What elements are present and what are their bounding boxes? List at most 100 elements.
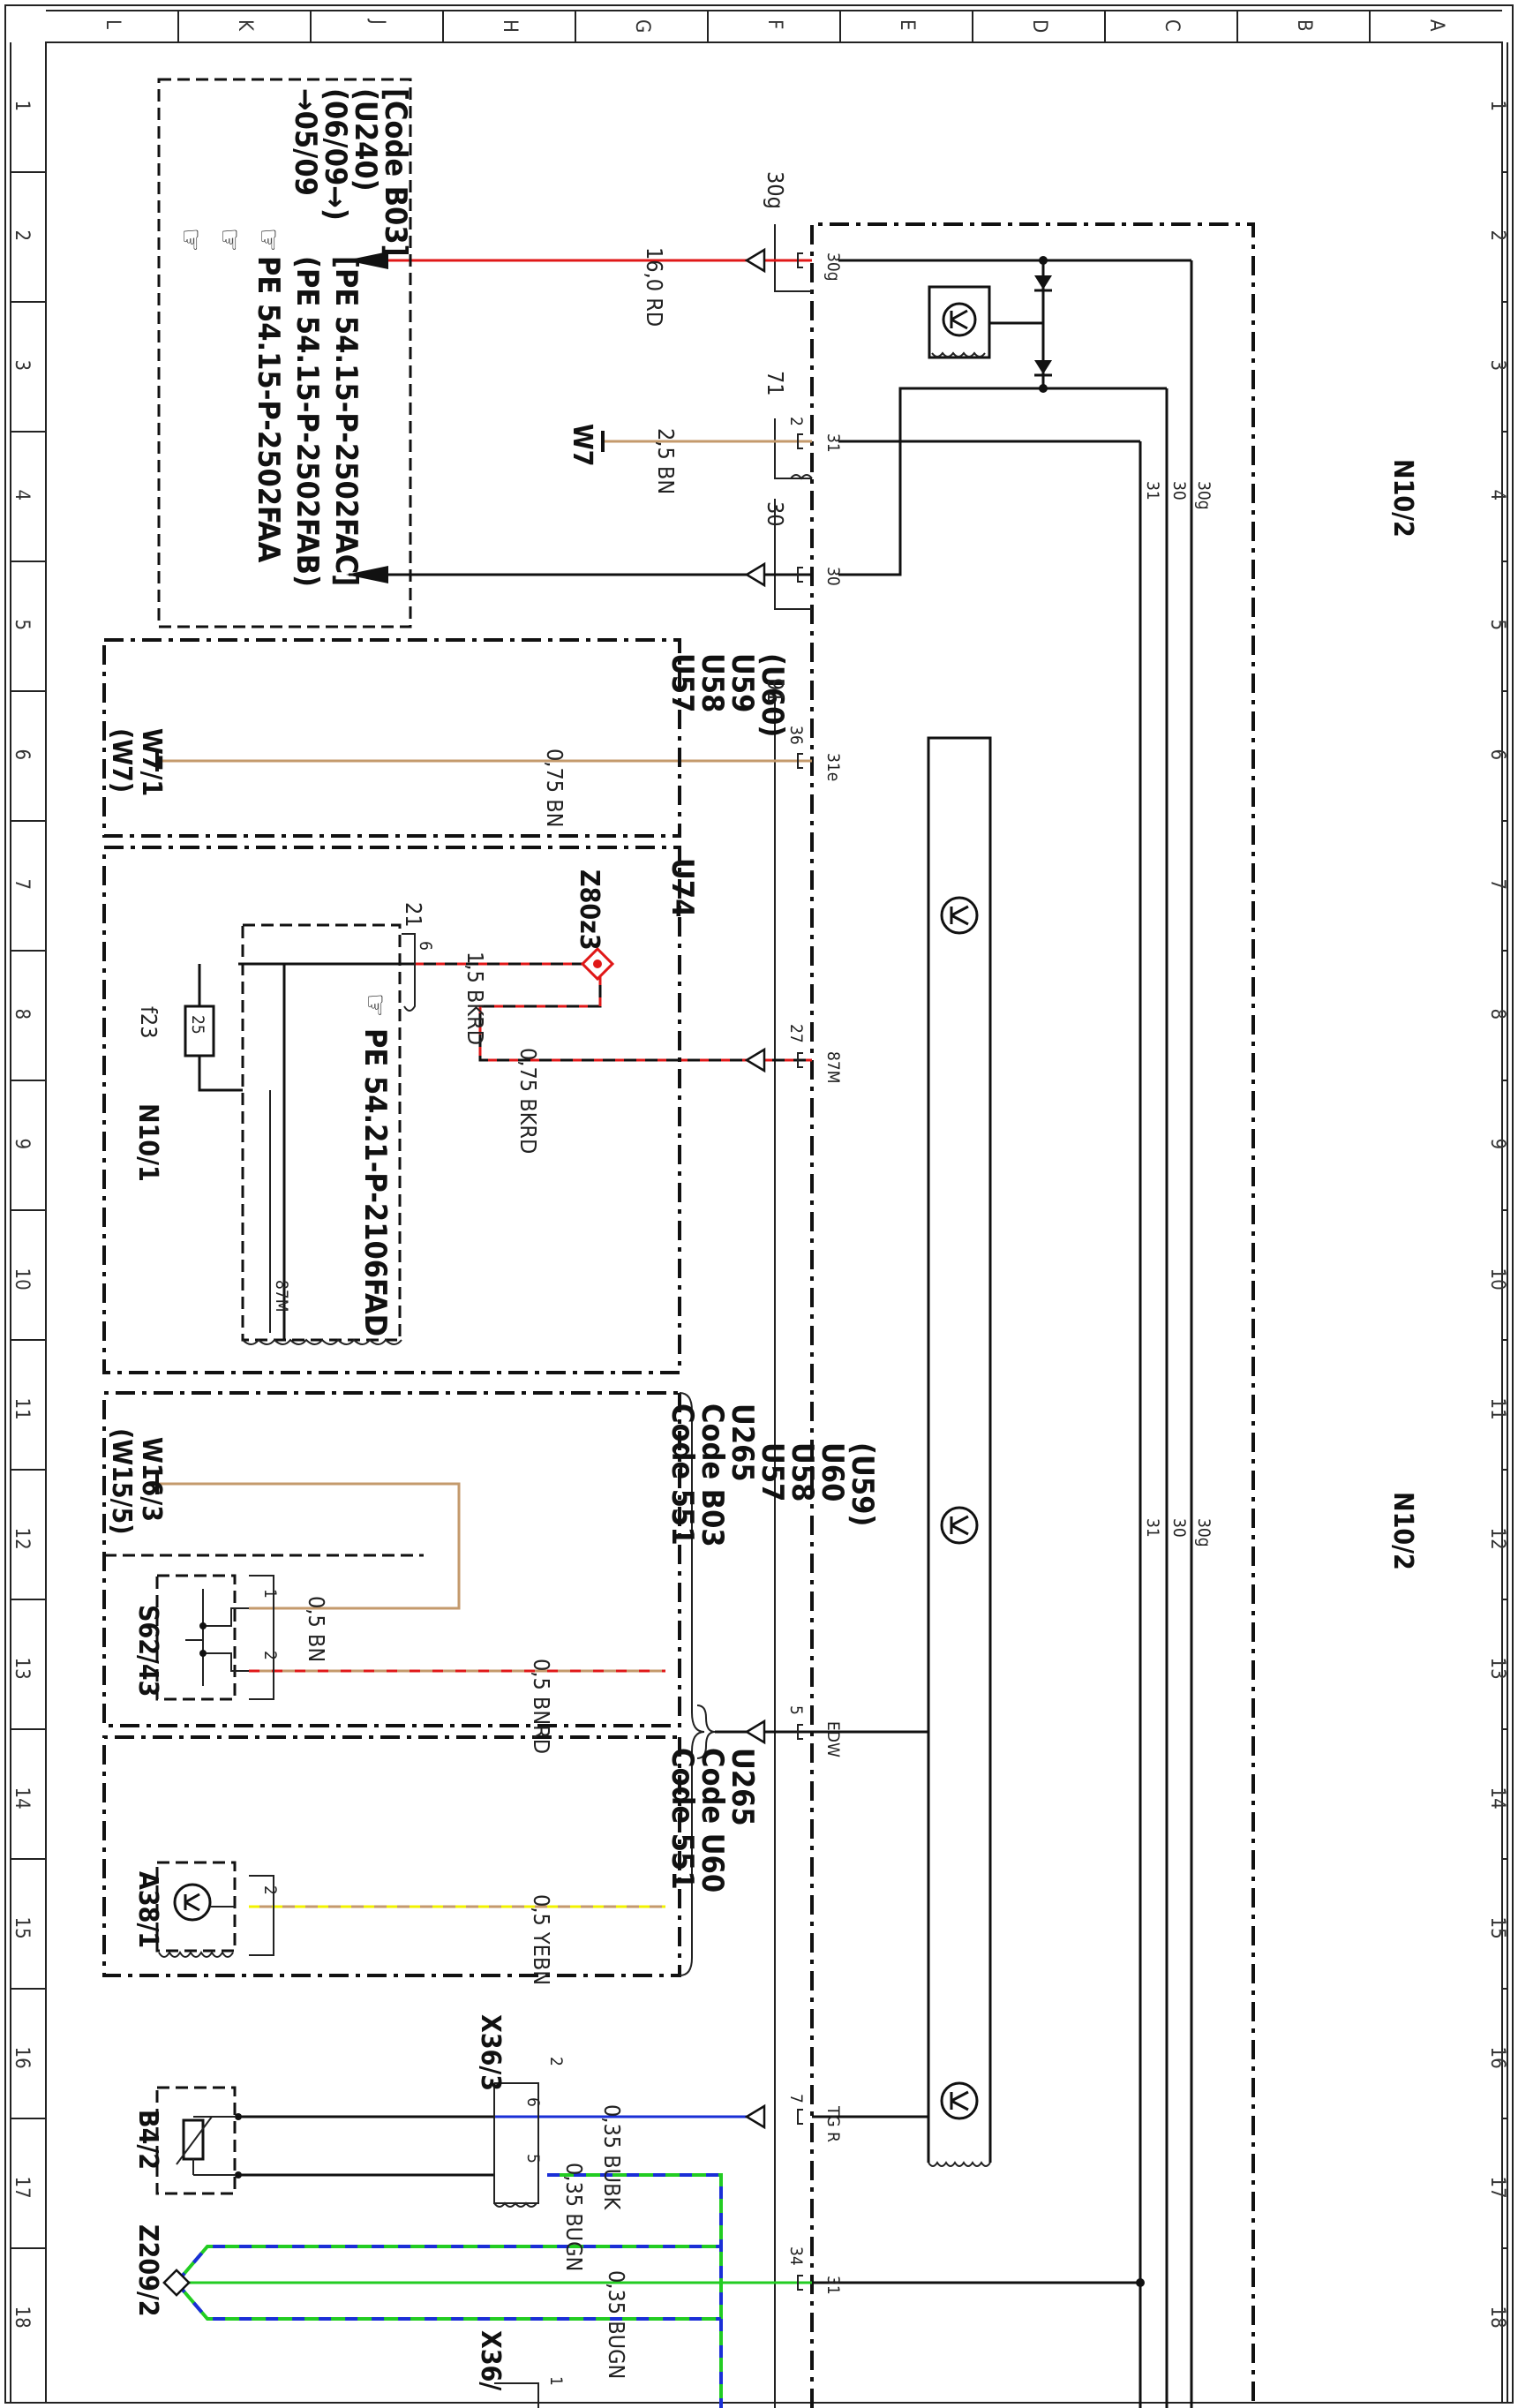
box3-ref: PE 54.21-P-2106FAD bbox=[357, 1028, 393, 1336]
wire-035-bubk: 0,35 BUBK bbox=[599, 2104, 625, 2211]
grid-row-label-right-17: 17 bbox=[1486, 2177, 1508, 2199]
plug-arrowhead bbox=[744, 1719, 766, 1745]
n10-1-label: N10/1 bbox=[132, 1103, 163, 1182]
grid-row-label-left-9: 9 bbox=[11, 1139, 33, 1150]
grid-row-label-left-18: 18 bbox=[11, 2306, 33, 2329]
comp-b4-2: B4/2 bbox=[132, 2110, 163, 2170]
grid-row-label-left-5: 5 bbox=[11, 620, 33, 631]
grid-col-label-a: A bbox=[1425, 19, 1447, 32]
grid-row-label-right-7: 7 bbox=[1486, 879, 1508, 891]
plug-30g: 30g bbox=[763, 171, 788, 209]
module-n10-2-bottom: N10/2 bbox=[1387, 1492, 1418, 1570]
grid-row-label-left-7: 7 bbox=[11, 879, 33, 891]
grid-row-label-left-12: 12 bbox=[11, 1528, 33, 1550]
plug-arrowhead bbox=[744, 2103, 766, 2130]
wire-16-rd: 16,0 RD bbox=[642, 247, 667, 327]
plug-91: 91 bbox=[763, 678, 788, 704]
grid-row-label-left-14: 14 bbox=[11, 1787, 33, 1810]
grid-row-label-left-13: 13 bbox=[11, 1658, 33, 1680]
plug-connector-lines bbox=[774, 224, 813, 2408]
box1-ref-1: PE 54.15-P-2502FAA bbox=[251, 256, 286, 563]
grid-row-label-right-1: 1 bbox=[1486, 101, 1508, 112]
plug-71: 71 bbox=[763, 371, 788, 396]
box1-line-3: (U240) bbox=[348, 88, 383, 192]
pin-stub bbox=[797, 2109, 803, 2125]
internal-bus bbox=[838, 256, 1193, 2408]
pin-stub bbox=[797, 1724, 803, 1740]
term-31b: 31 bbox=[823, 2276, 843, 2295]
box-1-variant bbox=[157, 78, 412, 628]
grid-row-label-right-15: 15 bbox=[1486, 1917, 1508, 1939]
plug-21: 21 bbox=[401, 902, 426, 928]
transistor-icon bbox=[940, 1506, 979, 1545]
comp-z80z3: Z80z3 bbox=[574, 869, 605, 951]
term-30g: 30g bbox=[823, 252, 843, 282]
box1-ref-2: (PE 54.15-P-2502FAB) bbox=[289, 256, 325, 587]
wire-075-bkrd: 0,75 BKRD bbox=[515, 1048, 541, 1154]
pin-2b: 2 bbox=[260, 1885, 280, 1895]
box2-line-3: U59 bbox=[725, 653, 760, 712]
box4-line-7: (U59) bbox=[845, 1442, 880, 1526]
labels-layer: →05/09 (06/09→) (U240) [Code B03] PE 54.… bbox=[106, 88, 1418, 2390]
grid-row-label-left-11: 11 bbox=[11, 1398, 33, 1420]
grid-row-label-right-3: 3 bbox=[1486, 360, 1508, 372]
bus-bottom-30g: 30g bbox=[1194, 1518, 1214, 1547]
pin-stub bbox=[797, 433, 803, 449]
grid-row-label-left-16: 16 bbox=[11, 2047, 33, 2069]
wire-05-bnrd: 0,5 BNRD bbox=[529, 1659, 554, 1754]
wire-05-bn: 0,5 BN bbox=[304, 1596, 329, 1662]
pin-7: 7 bbox=[786, 2094, 806, 2103]
grid-row-label-left-6: 6 bbox=[11, 749, 33, 761]
pin-stub bbox=[797, 252, 803, 268]
grid-row-label-right-12: 12 bbox=[1486, 1528, 1508, 1550]
term-30: 30 bbox=[823, 567, 843, 586]
box5-line-3: U265 bbox=[725, 1748, 760, 1826]
wires bbox=[155, 252, 1140, 2408]
comp-z209-2: Z209/2 bbox=[132, 2224, 163, 2317]
box-5-variant bbox=[102, 1392, 705, 1977]
pin-36: 36 bbox=[786, 726, 806, 745]
grid-col-label-b: B bbox=[1293, 19, 1315, 32]
box1-ref-3: [PE 54.15-P-2502FAC] bbox=[328, 256, 364, 586]
grid-row-label-left-15: 15 bbox=[11, 1917, 33, 1939]
grid-row-label-left-2: 2 bbox=[11, 230, 33, 242]
grid-row-label-right-16: 16 bbox=[1486, 2047, 1508, 2069]
term-edw: EDW bbox=[823, 1721, 843, 1757]
comp-s62-43: S62/43 bbox=[132, 1605, 163, 1697]
grid-row-label-right-18: 18 bbox=[1486, 2306, 1508, 2329]
bus-top-31: 31 bbox=[1143, 481, 1162, 500]
box1-ref-icons: ☞ ☞ ☞ bbox=[173, 228, 286, 252]
grid-row-label-left-1: 1 bbox=[11, 101, 33, 112]
wire-035-bugn-a: 0,35 BUGN bbox=[561, 2163, 587, 2271]
transistor-icon bbox=[940, 896, 979, 935]
box4-line-2: Code B03 bbox=[695, 1403, 730, 1547]
grid-row-label-left-17: 17 bbox=[11, 2177, 33, 2199]
grid-col-label-g: G bbox=[631, 19, 653, 33]
box1-line-2: (06/09→) bbox=[318, 88, 353, 221]
grid-col-label-h: H bbox=[499, 19, 521, 33]
comp-w7-1b: (W7) bbox=[106, 728, 137, 793]
svg-text:☞: ☞ bbox=[173, 228, 208, 252]
pin-5b: 5 bbox=[523, 2154, 543, 2163]
grid-row-label-left-3: 3 bbox=[11, 360, 33, 372]
pin-stub bbox=[797, 753, 803, 769]
svg-text:☞: ☞ bbox=[212, 228, 247, 252]
term-tgr: TG R bbox=[823, 2105, 843, 2142]
box2-line-2: U58 bbox=[695, 653, 730, 712]
grid-col-label-e: E bbox=[896, 19, 918, 31]
comp-w16-3: W16/3 bbox=[136, 1437, 167, 1522]
box2-line-1: U57 bbox=[665, 653, 700, 712]
module-n10-2-top: N10/2 bbox=[1387, 459, 1418, 538]
grid-row-label-right-8: 8 bbox=[1486, 1009, 1508, 1020]
grid-col-label-j: J bbox=[366, 18, 388, 25]
box-3-u74 bbox=[102, 846, 681, 1374]
fuse-label: f23 bbox=[136, 1006, 162, 1039]
comp-x36-3: X36/3 bbox=[475, 2014, 506, 2091]
bus-top-30: 30 bbox=[1169, 481, 1189, 500]
term-87m: 87M bbox=[823, 1051, 843, 1084]
comp-w15-5: (W15/5) bbox=[106, 1428, 137, 1535]
box4-line-5: U58 bbox=[785, 1442, 820, 1501]
